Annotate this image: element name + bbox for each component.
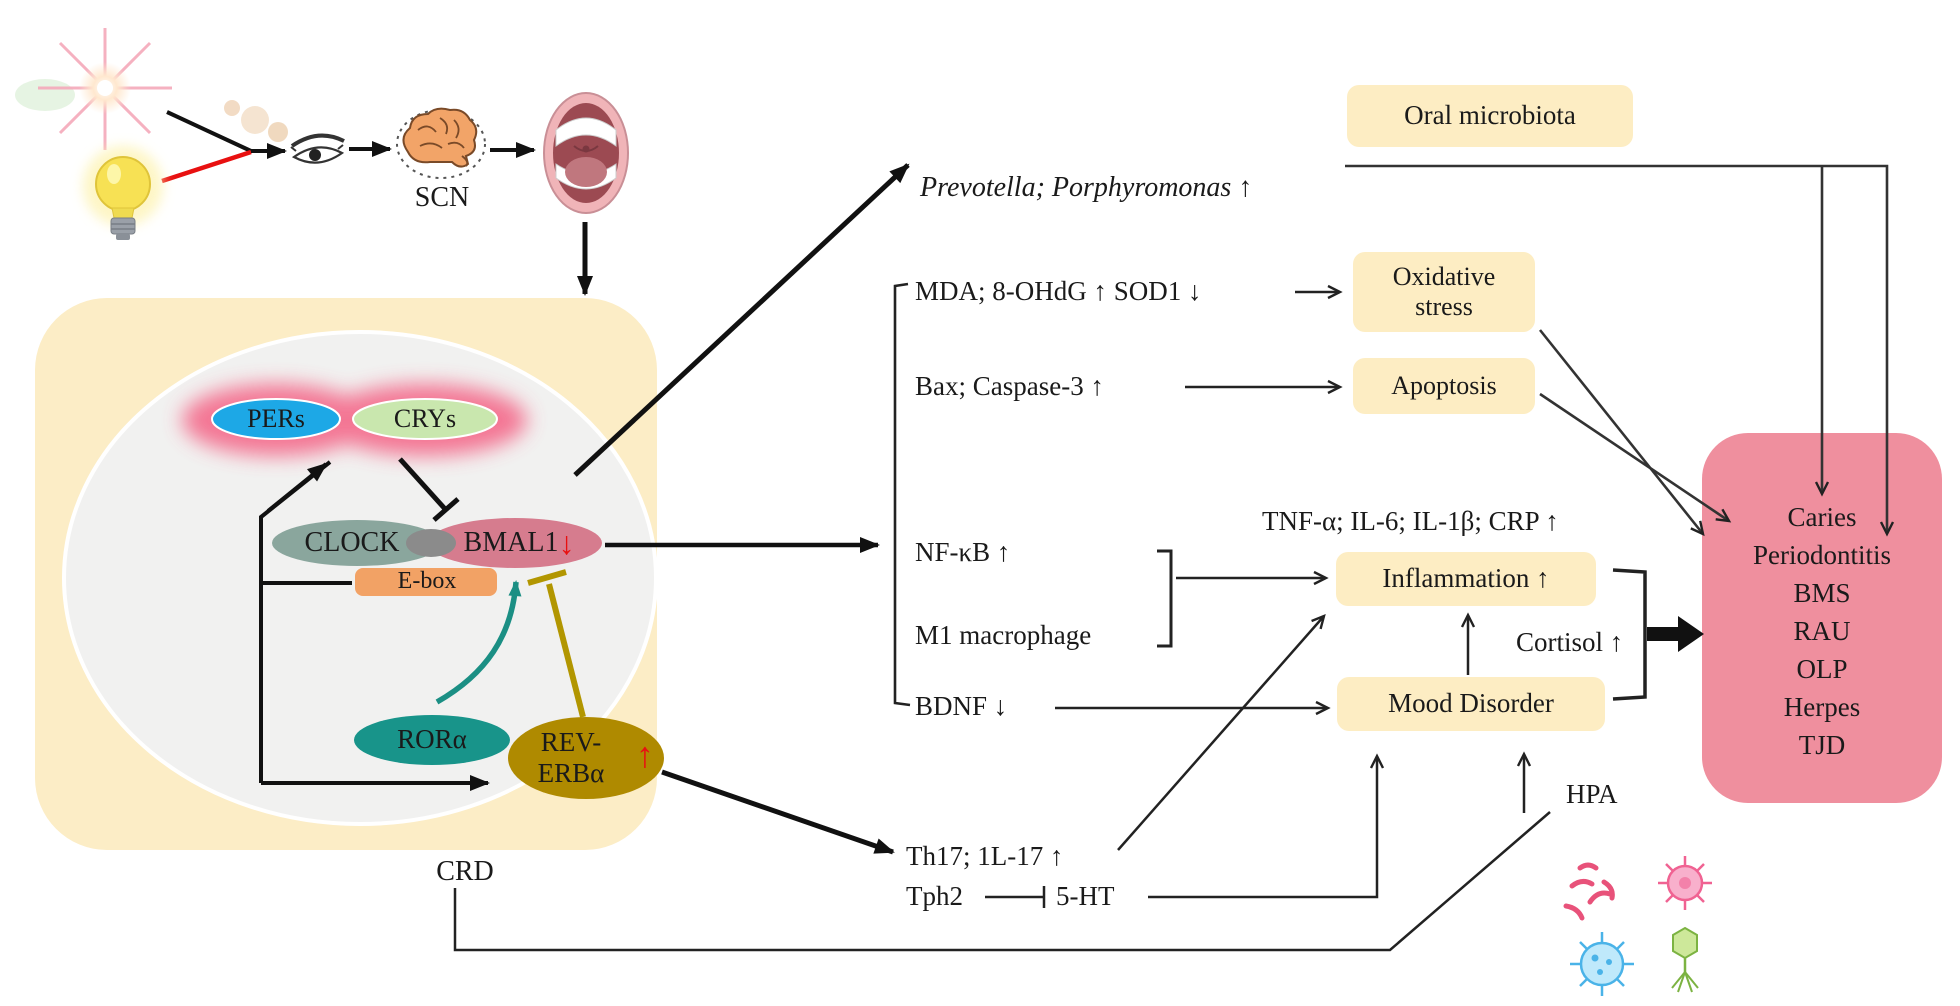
bacteria-icon [1563, 862, 1615, 921]
crys-text: CRYs [393, 404, 457, 434]
rev-erb-ellipse [508, 717, 664, 799]
mouth-icon [543, 92, 629, 214]
rora-label: RORα [354, 724, 510, 755]
mood-disorder-text: Mood Disorder [1388, 688, 1554, 719]
hpa-text: HPA [1566, 779, 1618, 809]
ebox-label: E-box [357, 568, 497, 595]
brain-icon [396, 107, 486, 179]
scn-text: SCN [414, 181, 470, 213]
cell-output-arrows [573, 163, 910, 855]
blue-virus-icon [1570, 932, 1634, 996]
rev-erb-label: REV-ERBα [512, 722, 630, 794]
cortisol-text: Cortisol ↑ [1516, 627, 1624, 657]
oxidative-line2: stress [1415, 292, 1473, 321]
hpa-label: HPA [1566, 779, 1618, 810]
disease-item: TJD [1798, 730, 1846, 760]
apoptosis-box: Apoptosis [1353, 358, 1535, 414]
disease-item: OLP [1796, 654, 1848, 684]
m1-macrophage-label: M1 macrophage [915, 620, 1091, 651]
rev-erb-up-arrow: ↑ [636, 735, 654, 775]
m1-macrophage-text: M1 macrophage [915, 620, 1092, 650]
mda-label: MDA; 8-OHdG ↑ SOD1 ↓ [915, 276, 1202, 307]
nfkb-label: NF-κB ↑ [915, 537, 1010, 568]
apoptosis-text: Apoptosis [1391, 371, 1497, 401]
microbes-icon [1563, 856, 1712, 996]
bmal1-down-arrow: ↓ [558, 524, 575, 561]
mediator-arrows [453, 284, 1551, 952]
bax-label: Bax; Caspase-3 ↑ [915, 371, 1104, 402]
clock-loop-lines [259, 457, 586, 791]
tnf-label: TNF-α; IL-6; IL-1β; CRP ↑ [1262, 506, 1559, 537]
tnf-text: TNF-α; IL-6; IL-1β; CRP ↑ [1262, 506, 1559, 536]
bdnf-text: BDNF ↓ [915, 691, 1008, 721]
thick-arrow [1647, 616, 1704, 652]
clock-ellipse [272, 520, 442, 566]
group-brackets [893, 282, 1647, 707]
rora-ellipse [354, 715, 510, 765]
disease-item: BMS [1793, 578, 1851, 608]
scn-label: SCN [403, 181, 481, 213]
bmal1-ellipse [428, 518, 602, 568]
crd-text: CRD [436, 855, 494, 887]
prevotella-up-arrow: ↑ [1231, 172, 1253, 203]
bdnf-label: BDNF ↓ [915, 691, 1007, 722]
clock-label: CLOCK [267, 526, 437, 558]
input-chain-lines [161, 110, 593, 296]
mood-disorder-box: Mood Disorder [1337, 677, 1605, 731]
disease-item: Periodontitis [1752, 540, 1891, 570]
bmal1-label: BMAL1↓ [436, 524, 602, 561]
th17-text: Th17; 1L-17 ↑ [906, 841, 1064, 871]
pers-text: PERs [247, 404, 305, 434]
oral-microbiota-text: Oral microbiota [1404, 100, 1576, 131]
disease-list: Caries Periodontitis BMS RAU OLP Herpes … [1702, 433, 1942, 803]
pink-virus-icon [1658, 856, 1712, 910]
eye-icon [290, 133, 345, 164]
disease-routing-lines [1345, 164, 1895, 537]
five-ht-text: 5-HT [1056, 881, 1115, 911]
phage-icon [1671, 926, 1699, 993]
inflammation-text: Inflammation ↑ [1382, 563, 1550, 594]
bax-text: Bax; Caspase-3 ↑ [915, 371, 1104, 401]
nfkb-text: NF-κB ↑ [915, 537, 1011, 567]
prevotella-label: Prevotella; Porphyromonas ↑ [920, 172, 1252, 204]
th17-label: Th17; 1L-17 ↑ [906, 841, 1063, 872]
rora-text: RORα [397, 724, 467, 755]
crys-ellipse [352, 398, 498, 440]
disease-item: Herpes [1783, 692, 1861, 722]
crys-label: CRYs [353, 403, 497, 435]
prevotella-text: Prevotella; Porphyromonas [920, 172, 1232, 203]
sunlight-icon [15, 28, 288, 150]
clock-text: CLOCK [304, 526, 400, 558]
crd-label: CRD [425, 856, 505, 888]
tph2-text: Tph2 [906, 881, 963, 911]
light-bulb-icon [83, 146, 163, 240]
inflammation-box: Inflammation ↑ [1336, 552, 1596, 606]
rev-erb-line1: REV- [540, 726, 602, 757]
bmal1-text: BMAL1 [463, 526, 559, 558]
tph2-label: Tph2 [906, 881, 963, 912]
disease-item: Caries [1787, 502, 1857, 532]
pers-label: PERs [212, 403, 340, 435]
ebox-rect [355, 568, 497, 596]
ebox-text: E-box [397, 567, 457, 594]
clock-bmal1-overlap [406, 529, 456, 557]
pers-ellipse [211, 398, 341, 440]
disease-item: RAU [1793, 616, 1851, 646]
cortisol-label: Cortisol ↑ [1516, 627, 1623, 658]
rev-erb-line2: ERBα [537, 758, 605, 788]
oxidative-line1: Oxidative [1392, 262, 1496, 292]
mda-text: MDA; 8-OHdG ↑ SOD1 ↓ [915, 276, 1202, 306]
oral-microbiota-box: Oral microbiota [1347, 85, 1633, 147]
five-ht-label: 5-HT [1056, 881, 1114, 912]
